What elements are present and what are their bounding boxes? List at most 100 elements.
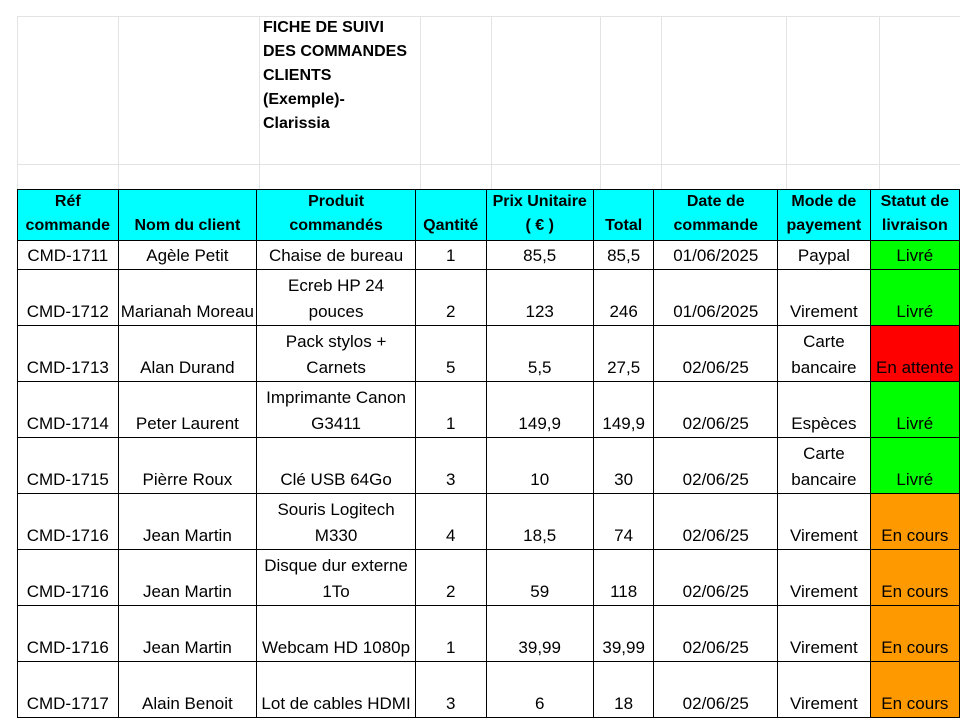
table-cell[interactable]: Ecreb HP 24 pouces [256, 269, 416, 326]
table-cell[interactable]: 02/06/25 [653, 493, 779, 550]
table-cell[interactable]: 3 [414, 437, 487, 494]
table-cell[interactable]: Virement [777, 493, 871, 550]
table-cell[interactable]: 02/06/25 [653, 549, 779, 606]
table-cell[interactable]: CMD-1716 [17, 605, 119, 662]
table-cell[interactable]: CMD-1713 [17, 325, 119, 382]
status-cell[interactable]: Livré [869, 240, 960, 270]
status-cell[interactable]: En cours [869, 661, 960, 718]
table-cell[interactable]: 85,5 [592, 240, 655, 270]
status-cell[interactable]: En attente [869, 325, 960, 382]
table-cell[interactable]: 6 [485, 661, 594, 718]
table-cell[interactable]: Agèle Petit [117, 240, 258, 270]
column-header[interactable]: Nom du client [117, 189, 258, 241]
gridline [259, 16, 260, 189]
table-cell[interactable]: CMD-1716 [17, 549, 119, 606]
table-cell[interactable]: 59 [485, 549, 594, 606]
table-cell[interactable]: 149,9 [485, 381, 594, 438]
table-cell[interactable]: 39,99 [592, 605, 655, 662]
gridline [661, 16, 662, 189]
status-cell[interactable]: En cours [869, 605, 960, 662]
table-cell[interactable]: 74 [592, 493, 655, 550]
table-cell[interactable]: 1 [414, 605, 487, 662]
table-cell[interactable]: 5 [414, 325, 487, 382]
table-cell[interactable]: Virement [777, 605, 871, 662]
table-cell[interactable]: 02/06/25 [653, 325, 779, 382]
table-cell[interactable]: 02/06/25 [653, 661, 779, 718]
table-cell[interactable]: Lot de cables HDMI [256, 661, 416, 718]
table-cell[interactable]: Paypal [777, 240, 871, 270]
table-cell[interactable]: 30 [592, 437, 655, 494]
table-cell[interactable]: Virement [777, 661, 871, 718]
table-cell[interactable]: CMD-1711 [17, 240, 119, 270]
table-cell[interactable]: CMD-1716 [17, 493, 119, 550]
status-cell[interactable]: Livré [869, 269, 960, 326]
table-cell[interactable]: 27,5 [592, 325, 655, 382]
column-header[interactable]: Date de commande [653, 189, 779, 241]
column-header[interactable]: Statut de livraison [869, 189, 960, 241]
table-cell[interactable]: 02/06/25 [653, 381, 779, 438]
table-cell[interactable]: 149,9 [592, 381, 655, 438]
table-cell[interactable]: 85,5 [485, 240, 594, 270]
table-cell[interactable]: Jean Martin [117, 549, 258, 606]
table-cell[interactable]: 18,5 [485, 493, 594, 550]
column-header[interactable]: Réf commande [17, 189, 119, 241]
table-cell[interactable]: 2 [414, 269, 487, 326]
table-cell[interactable]: Alain Benoit [117, 661, 258, 718]
table-cell[interactable]: 39,99 [485, 605, 594, 662]
table-cell[interactable]: 123 [485, 269, 594, 326]
table-cell[interactable]: 2 [414, 549, 487, 606]
table-cell[interactable]: 01/06/2025 [653, 240, 779, 270]
column-header[interactable]: Mode de payement [777, 189, 871, 241]
status-cell[interactable]: En cours [869, 549, 960, 606]
column-header[interactable]: Prix Unitaire ( € ) [485, 189, 594, 241]
table-cell[interactable]: 5,5 [485, 325, 594, 382]
table-cell[interactable]: Chaise de bureau [256, 240, 416, 270]
table-cell[interactable]: CMD-1712 [17, 269, 119, 326]
table-cell[interactable]: Marianah Moreau [117, 269, 258, 326]
table-cell[interactable]: 118 [592, 549, 655, 606]
table-cell[interactable]: Pack stylos + Carnets [256, 325, 416, 382]
table-cell[interactable]: Imprimante Canon G3411 [256, 381, 416, 438]
table-cell[interactable]: Carte bancaire [777, 325, 871, 382]
gridline [600, 16, 601, 189]
table-cell[interactable]: 3 [414, 661, 487, 718]
gridline [17, 164, 960, 165]
table-cell[interactable]: 246 [592, 269, 655, 326]
table-cell[interactable]: Virement [777, 549, 871, 606]
table-cell[interactable]: CMD-1717 [17, 661, 119, 718]
table-cell[interactable]: 01/06/2025 [653, 269, 779, 326]
table-cell[interactable]: 10 [485, 437, 594, 494]
table-cell[interactable]: Disque dur externe 1To [256, 549, 416, 606]
table-cell[interactable]: CMD-1714 [17, 381, 119, 438]
table-cell[interactable]: Carte bancaire [777, 437, 871, 494]
table-cell[interactable]: Jean Martin [117, 493, 258, 550]
column-header[interactable]: Qantité [414, 189, 487, 241]
table-cell[interactable]: Souris Logitech M330 [256, 493, 416, 550]
status-cell[interactable]: Livré [869, 437, 960, 494]
column-header[interactable]: Produit commandés [256, 189, 416, 241]
table-cell[interactable]: Virement [777, 269, 871, 326]
table-cell[interactable]: Espèces [777, 381, 871, 438]
table-cell[interactable]: Clé USB 64Go [256, 437, 416, 494]
table-cell[interactable]: 18 [592, 661, 655, 718]
status-cell[interactable]: Livré [869, 381, 960, 438]
table-cell[interactable]: Pièrre Roux [117, 437, 258, 494]
table-cell[interactable]: 4 [414, 493, 487, 550]
table-cell[interactable]: Alan Durand [117, 325, 258, 382]
table-cell[interactable]: Peter Laurent [117, 381, 258, 438]
column-header[interactable]: Total [592, 189, 655, 241]
sheet-title[interactable]: FICHE DE SUIVI DES COMMANDES CLIENTS (Ex… [263, 19, 408, 132]
table-cell[interactable]: Webcam HD 1080p [256, 605, 416, 662]
table-cell[interactable]: Jean Martin [117, 605, 258, 662]
table-cell[interactable]: CMD-1715 [17, 437, 119, 494]
table-cell[interactable]: 02/06/25 [653, 605, 779, 662]
table-cell[interactable]: 1 [414, 381, 487, 438]
table-cell[interactable]: 1 [414, 240, 487, 270]
status-cell[interactable]: En cours [869, 493, 960, 550]
table-cell[interactable]: 02/06/25 [653, 437, 779, 494]
